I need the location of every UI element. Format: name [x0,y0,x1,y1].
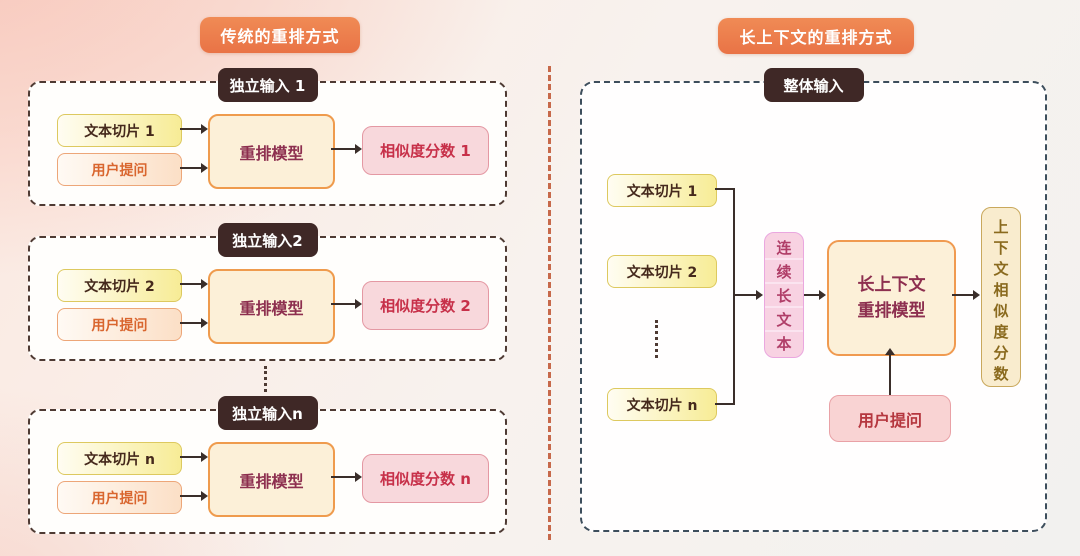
group-header: 独立输入n [217,396,318,430]
arrowhead-icon [201,452,208,462]
vertical-char: 相 [993,281,1009,299]
arrowhead-icon [756,290,763,300]
arrow-model-to-score [331,144,362,154]
arrowhead-icon [819,290,826,300]
vertical-char: 似 [993,302,1009,320]
group-header: 独立输入2 [217,223,318,257]
arrow-chunks-to-concat [733,290,763,300]
rerank-model-box: 重排模型 [208,442,335,517]
arrowhead-icon [355,299,362,309]
vertical-char: 长 [765,284,803,308]
vertical-char: 文 [993,260,1009,278]
text-chunk-chip: 文本切片 n [607,388,717,421]
ellipsis-dots [264,366,267,392]
independent-input-group-n: 独立输入n 文本切片 n 用户提问 重排模型 相似度分数 n [28,396,507,534]
vertical-char: 文 [765,308,803,332]
group-header: 独立输入 1 [217,68,318,102]
arrowhead-icon [973,290,980,300]
arrow-query-to-model [180,163,208,173]
vertical-char: 数 [993,365,1009,383]
user-query-chip: 用户提问 [57,308,182,341]
connector-chunk1 [715,188,735,190]
vertical-char: 度 [993,323,1009,341]
model-label-line2: 重排模型 [857,301,926,321]
similarity-score-box: 相似度分数 2 [362,281,489,330]
vertical-char: 连 [765,236,803,260]
text-chunk-chip: 文本切片 1 [607,174,717,207]
arrow-chunk-to-model [180,279,208,289]
left-panel-title-badge: 传统的重排方式 [200,17,360,53]
ellipsis-dots [655,320,658,358]
arrow-model-to-score [331,472,362,482]
arrow-query-to-model [180,318,208,328]
user-query-box: 用户提问 [829,395,951,442]
user-query-chip: 用户提问 [57,153,182,186]
arrow-concat-to-model [804,290,826,300]
arrowhead-icon [885,348,895,355]
arrow-model-to-score [331,299,362,309]
rerank-model-box: 重排模型 [208,114,335,189]
arrowhead-icon [355,472,362,482]
group-header: 整体输入 [763,68,864,102]
arrow-model-to-output [952,290,980,300]
whole-input-group: 整体输入 文本切片 1 文本切片 2 文本切片 n 连续长文本 长上下文 重排模… [580,68,1047,532]
model-label-line1: 长上下文 [857,274,926,295]
text-chunk-chip: 文本切片 1 [57,114,182,147]
vertical-char: 分 [993,344,1009,362]
arrowhead-icon [355,144,362,154]
text-chunk-chip: 文本切片 2 [57,269,182,302]
vertical-char: 上 [993,218,1009,236]
similarity-score-box: 相似度分数 1 [362,126,489,175]
panel-divider-line [548,66,551,540]
arrow-chunk-to-model [180,452,208,462]
right-panel-title-badge: 长上下文的重排方式 [718,18,914,54]
independent-input-group-2: 独立输入2 文本切片 2 用户提问 重排模型 相似度分数 2 [28,223,507,361]
arrowhead-icon [201,163,208,173]
arrow-chunk-to-model [180,124,208,134]
context-similarity-scores-box: 上下文相似度分数 [981,207,1021,387]
arrowhead-icon [201,318,208,328]
vertical-char: 本 [776,334,792,353]
continuous-long-text-box: 连续长文本 [764,232,804,358]
text-chunk-chip: 文本切片 n [57,442,182,475]
text-chunk-chip: 文本切片 2 [607,255,717,288]
arrow-query-to-model [885,348,895,395]
rerank-model-box: 重排模型 [208,269,335,344]
vertical-char: 续 [765,260,803,284]
arrowhead-icon [201,491,208,501]
independent-input-group-1: 独立输入 1 文本切片 1 用户提问 重排模型 相似度分数 1 [28,68,507,206]
arrowhead-icon [201,279,208,289]
similarity-score-box: 相似度分数 n [362,454,489,503]
arrowhead-icon [201,124,208,134]
vertical-char: 下 [993,239,1009,257]
arrow-query-to-model [180,491,208,501]
user-query-chip: 用户提问 [57,481,182,514]
connector-chunkn [715,403,735,405]
long-context-rerank-model-box: 长上下文 重排模型 [827,240,956,356]
connector-bracket [733,189,735,405]
